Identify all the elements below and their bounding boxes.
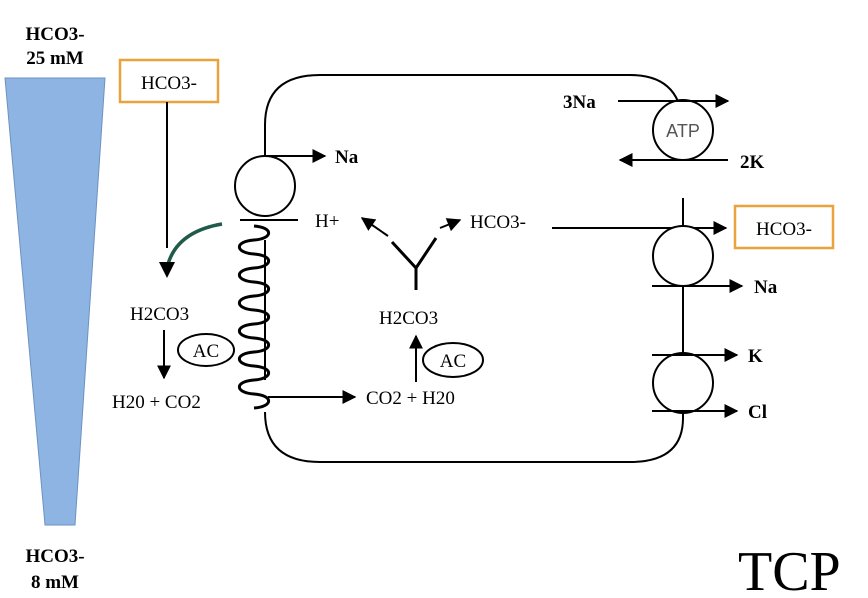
cell-h2co3-label: H2CO3 bbox=[379, 308, 438, 329]
blood-hco3-label: HCO3- bbox=[756, 219, 812, 240]
cell-hco3-label: HCO3- bbox=[470, 212, 526, 233]
cell-ac-label: AC bbox=[440, 351, 466, 372]
k-label: K bbox=[748, 346, 763, 367]
apical-h-plus-label: H+ bbox=[315, 211, 339, 232]
gradient-top-label-line2: 25 mM bbox=[26, 48, 84, 69]
dissociation-fork bbox=[390, 237, 438, 290]
cell-hco3-arrow bbox=[439, 218, 462, 232]
basolateral-na-label: Na bbox=[754, 277, 778, 298]
lumen-ac-label: AC bbox=[193, 341, 219, 362]
k-cl-cotransporter bbox=[652, 352, 714, 414]
three-na-label: 3Na bbox=[563, 92, 596, 113]
gradient-top-label-line1: HCO3- bbox=[25, 24, 84, 45]
h-plus-merge-arrow bbox=[165, 222, 223, 269]
lumen-products-label: H20 + CO2 bbox=[112, 392, 201, 413]
cl-label: Cl bbox=[748, 402, 767, 423]
atp-label: ATP bbox=[666, 121, 700, 141]
cell-ac-enzyme-ellipse bbox=[422, 342, 484, 378]
lumen-arrowhead bbox=[159, 262, 175, 278]
apical-na-label: Na bbox=[335, 147, 359, 168]
blood-hco3-box bbox=[733, 204, 835, 250]
na-hco3-cotransporter bbox=[652, 225, 714, 287]
lumen-hco3-box bbox=[118, 58, 220, 104]
lumen-h2co3-label: H2CO3 bbox=[130, 304, 189, 325]
apical-na-h-exchanger bbox=[234, 155, 296, 217]
lumen-hco3-label: HCO3- bbox=[141, 73, 197, 94]
cell-co2-h2o-label: CO2 + H20 bbox=[366, 388, 455, 409]
microvilli-coil bbox=[237, 224, 271, 410]
gradient-bottom-label-line2: 8 mM bbox=[31, 572, 79, 593]
lumen-ac-enzyme-ellipse bbox=[177, 333, 235, 367]
cell-h-plus-arrow bbox=[360, 217, 389, 237]
segment-title: TCP bbox=[738, 541, 841, 598]
two-k-label: 2K bbox=[740, 152, 765, 173]
hco3-gradient-wedge bbox=[4, 77, 106, 526]
cell-outline bbox=[264, 74, 684, 463]
gradient-bottom-label-line1: HCO3- bbox=[25, 546, 84, 567]
